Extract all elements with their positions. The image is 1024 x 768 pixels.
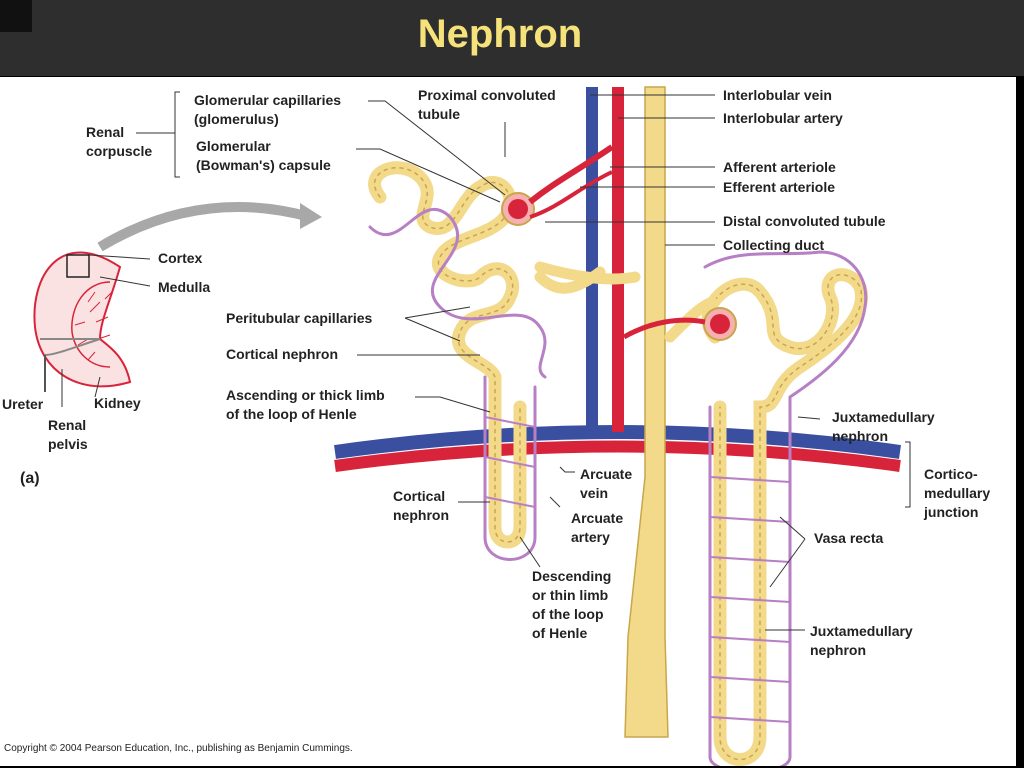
medulla-label: Medulla xyxy=(158,279,211,295)
label-line: Renal xyxy=(48,417,87,433)
label-line: nephron xyxy=(393,507,449,523)
label-line: Arcuate xyxy=(580,466,633,482)
label-line: pelvis xyxy=(48,436,88,452)
descending-limb-label: Descending or thin limb of the loop of H… xyxy=(532,567,611,643)
leader-lines xyxy=(136,91,911,631)
label-line: Glomerular xyxy=(196,138,271,154)
interlobular-artery-vessel xyxy=(612,87,624,432)
cortical-nephron-bottom-label: Cortical nephron xyxy=(393,487,449,525)
interlobular-artery-label: Interlobular artery xyxy=(723,110,843,126)
juxtamedullary-nephron-bottom-label: Juxtamedullary nephron xyxy=(810,622,913,660)
corner-block xyxy=(0,0,32,32)
copyright-text: Copyright © 2004 Pearson Education, Inc.… xyxy=(4,743,353,754)
afferent-arteriole-label: Afferent arteriole xyxy=(723,159,836,175)
nephron-diagram xyxy=(33,86,911,766)
arcuate-artery-vessel xyxy=(334,440,901,472)
arcuate-artery-label: Arcuate artery xyxy=(571,509,623,547)
inset-box xyxy=(66,254,90,278)
cortical-nephron-top-label: Cortical nephron xyxy=(226,346,339,362)
label-line: Cortico- xyxy=(924,466,978,482)
renal-corpuscle-label: Renal corpuscle xyxy=(86,123,152,161)
cortical-nephron-graphic xyxy=(368,161,641,561)
efferent-arteriole-label: Efferent arteriole xyxy=(723,179,836,195)
kidney-inset xyxy=(33,251,151,407)
collecting-duct-vessel xyxy=(624,86,669,738)
diagram-canvas: Glomerular capillaries (glomerulus) Rena… xyxy=(0,77,1016,766)
label-line: nephron xyxy=(810,642,866,658)
label-line: vein xyxy=(580,485,609,501)
ascending-limb-label: Ascending or thick limb of the loop of H… xyxy=(226,386,385,424)
distal-convoluted-tubule-label: Distal convoluted tubule xyxy=(723,213,886,229)
label-line: or thin limb xyxy=(532,587,609,603)
label-line: (glomerulus) xyxy=(194,111,279,127)
interlobular-vein-vessel xyxy=(586,87,598,432)
proximal-convoluted-tubule-label: Proximal convoluted tubule xyxy=(418,86,556,124)
label-line: nephron xyxy=(832,428,888,444)
vasa-recta-label: Vasa recta xyxy=(814,530,884,546)
label-line: junction xyxy=(924,504,979,520)
panel-letter: (a) xyxy=(20,470,40,487)
peritubular-capillaries-label: Peritubular capillaries xyxy=(226,310,373,326)
label-line: Cortical xyxy=(393,488,446,504)
label-line: Renal xyxy=(86,124,125,140)
label-line: tubule xyxy=(418,106,460,122)
label-line: (Bowman's) capsule xyxy=(196,157,331,173)
label-line: corpuscle xyxy=(86,143,153,159)
label-line: Proximal convoluted xyxy=(418,87,556,103)
label-line: Ascending or thick limb xyxy=(226,387,385,403)
label-line: Glomerular capillaries xyxy=(194,92,342,108)
juxtamedullary-nephron-graphic xyxy=(664,250,869,766)
label-line: Juxtamedullary xyxy=(810,623,913,639)
cortex-label: Cortex xyxy=(158,250,203,266)
title-bar: Nephron xyxy=(0,0,1024,76)
label-line: of the loop of Henle xyxy=(226,406,357,422)
glomerular-capillaries-label: Glomerular capillaries (glomerulus) xyxy=(194,91,341,129)
kidney-label: Kidney xyxy=(94,395,141,411)
glomerular-capsule-label: Glomerular (Bowman's) capsule xyxy=(196,137,331,175)
label-line: of Henle xyxy=(532,625,588,641)
label-line: Arcuate xyxy=(571,510,624,526)
interlobular-vein-label: Interlobular vein xyxy=(723,87,832,103)
page-title: Nephron xyxy=(417,12,583,56)
renal-pelvis-label: Renal pelvis xyxy=(48,416,88,454)
juxtamedullary-nephron-top-label: Juxtamedullary nephron xyxy=(832,408,935,446)
label-line: artery xyxy=(571,529,610,545)
label-line: medullary xyxy=(924,485,991,501)
zoom-arrow xyxy=(97,202,312,252)
arcuate-vein-label: Arcuate vein xyxy=(580,465,632,503)
label-line: Juxtamedullary xyxy=(832,409,935,425)
label-line: of the loop xyxy=(532,606,604,622)
label-line: Descending xyxy=(532,568,612,584)
collecting-duct-label: Collecting duct xyxy=(723,237,825,253)
cortico-medullary-junction-label: Cortico- medullary junction xyxy=(924,465,990,522)
ureter-label: Ureter xyxy=(2,396,44,412)
